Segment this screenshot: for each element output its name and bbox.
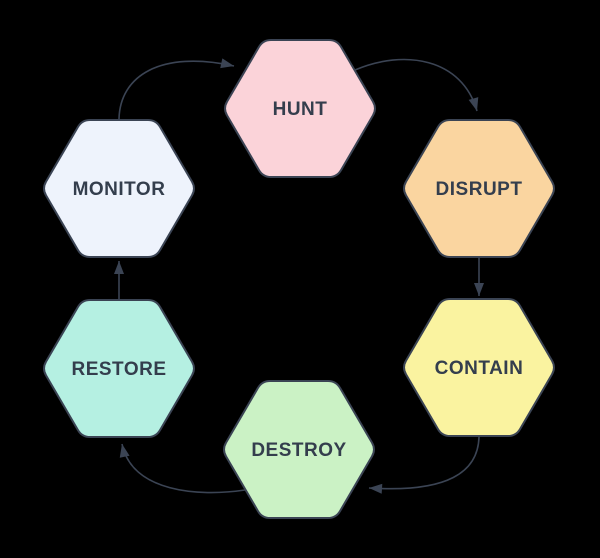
node-label: RESTORE [71,359,166,380]
node-monitor: MONITOR [43,119,195,258]
node-label: DISRUPT [436,179,523,200]
edges-layer [114,58,484,494]
node-label: HUNT [273,99,328,120]
node-disrupt: DISRUPT [403,119,555,258]
node-label: CONTAIN [435,358,524,379]
nodes-layer: HUNT DISRUPT CONTAIN DESTROY [43,39,555,519]
edge-hunt-disrupt [354,58,479,112]
node-restore: RESTORE [43,299,195,438]
node-destroy: DESTROY [223,380,375,519]
node-label: MONITOR [73,179,166,200]
edge-contain-destroy [368,436,480,494]
node-contain: CONTAIN [403,298,555,437]
edge-destroy-restore [119,443,246,494]
node-hunt: HUNT [224,39,376,178]
edge-monitor-hunt [118,58,235,120]
node-label: DESTROY [251,440,346,461]
